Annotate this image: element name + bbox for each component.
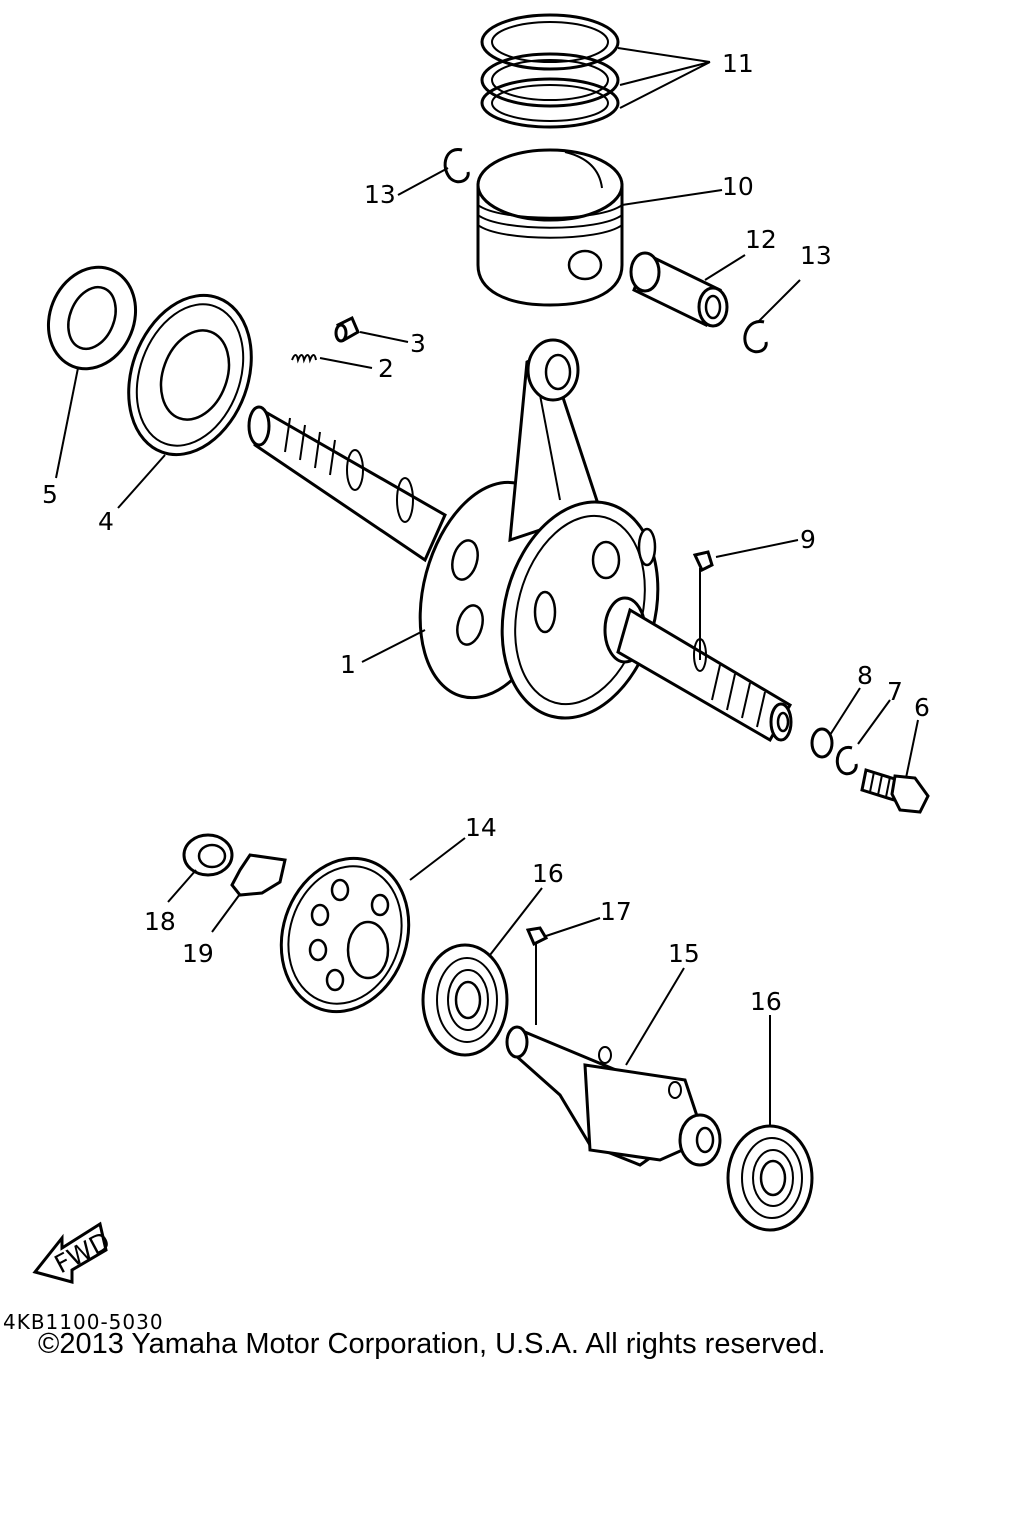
callout-7: 7 xyxy=(887,677,903,706)
callout-10: 10 xyxy=(722,172,754,201)
callout-14: 14 xyxy=(465,813,497,842)
balancer-drive-gear xyxy=(279,856,411,1014)
callout-1: 1 xyxy=(340,650,356,679)
nut xyxy=(182,833,234,877)
callout-16-right: 16 xyxy=(750,987,782,1016)
balancer-shaft xyxy=(505,1025,722,1167)
key xyxy=(525,926,549,947)
callout-17: 17 xyxy=(600,897,632,926)
callout-16-left: 16 xyxy=(532,859,564,888)
piston xyxy=(476,148,624,307)
bearing-right xyxy=(726,1124,814,1232)
lock-washer xyxy=(835,745,858,776)
timing-sprocket xyxy=(127,293,253,457)
lock-washer-tab xyxy=(230,853,287,897)
callout-6: 6 xyxy=(914,693,930,722)
bolt xyxy=(860,768,930,814)
callout-18: 18 xyxy=(144,907,176,936)
washer xyxy=(810,727,834,759)
copyright-notice: ©2013 Yamaha Motor Corporation, U.S.A. A… xyxy=(38,1328,826,1360)
woodruff-key xyxy=(692,550,714,573)
callout-labels: 11 13 10 12 13 3 2 5 4 9 1 8 7 6 14 16 1… xyxy=(42,49,930,1016)
callout-5: 5 xyxy=(42,480,58,509)
diagram-part-code: 4KB1100-5030 xyxy=(3,1310,164,1334)
callout-3: 3 xyxy=(410,329,426,358)
leader-lines xyxy=(55,47,919,1125)
dowel-pin xyxy=(334,315,360,343)
spring xyxy=(291,354,317,364)
callout-2: 2 xyxy=(378,354,394,383)
crankshaft-assembly xyxy=(247,338,793,743)
callout-13-right: 13 xyxy=(800,241,832,270)
callout-4: 4 xyxy=(98,507,114,536)
forward-arrow-icon: FWD xyxy=(32,1221,115,1284)
callout-15: 15 xyxy=(668,939,700,968)
callout-13-left: 13 xyxy=(364,180,396,209)
piston-rings xyxy=(480,13,620,129)
callout-11: 11 xyxy=(722,49,754,78)
callout-9: 9 xyxy=(800,525,816,554)
piston-pin xyxy=(629,251,729,328)
piston-pin-clip-right xyxy=(743,320,768,354)
callout-8: 8 xyxy=(857,661,873,690)
callout-19: 19 xyxy=(182,939,214,968)
callout-12: 12 xyxy=(745,225,777,254)
bearing-left xyxy=(421,943,509,1057)
thrust-washer xyxy=(46,265,138,371)
piston-pin-clip-left xyxy=(443,148,470,184)
